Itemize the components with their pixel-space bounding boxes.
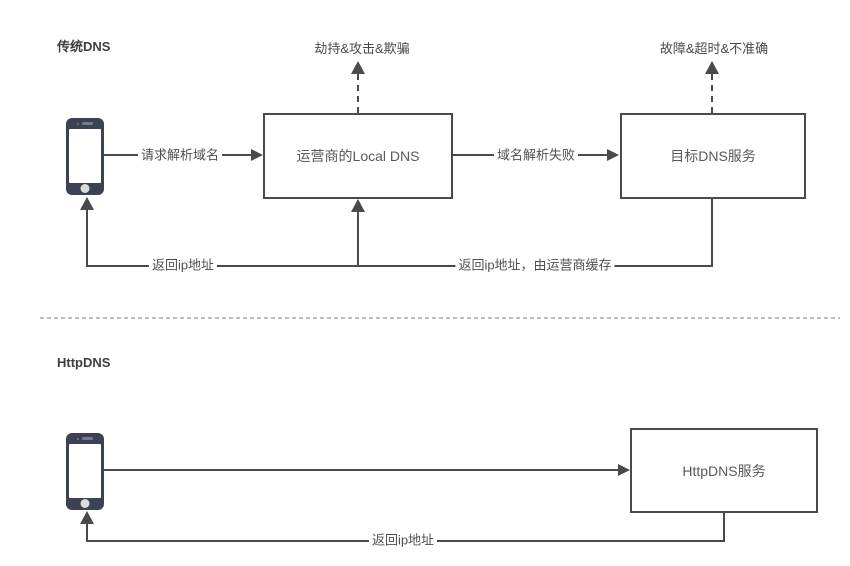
section-title-traditional-dns: 传统DNS [57, 39, 111, 54]
request-arrowhead [251, 149, 263, 161]
httpdns-return-arrowhead-phone [80, 511, 94, 524]
fail-arrowhead [607, 149, 619, 161]
arrowhead-up-hazard-local [351, 61, 365, 74]
phone-speaker-slot [82, 437, 93, 440]
return-line-up-to-phone [86, 210, 88, 266]
phone-screen [69, 444, 101, 498]
phone-camera-dot [77, 438, 79, 440]
hazard-label-target-dns: 故障&超时&不准确 [659, 41, 769, 56]
phone-camera-dot [77, 123, 79, 125]
smartphone-icon [66, 118, 104, 195]
edge-label-httpdns-return-ip: 返回ip地址 [368, 531, 438, 551]
return-arrowhead-local-dns [351, 199, 365, 212]
edge-label-return-ip-cached: 返回ip地址，由运营商缓存 [455, 256, 615, 276]
return-arrowhead-phone [80, 197, 94, 210]
node-local-dns: 运营商的Local DNS [263, 113, 453, 199]
arrowhead-up-hazard-target [705, 61, 719, 74]
phone-home-button [80, 184, 90, 193]
httpdns-request-line [104, 469, 619, 471]
dashed-line-hazard-target [711, 74, 713, 113]
return-line-horizontal [86, 265, 713, 267]
hazard-label-local-dns: 劫持&攻击&欺骗 [314, 41, 410, 56]
node-httpdns-server: HttpDNS服务 [630, 428, 818, 513]
node-target-dns: 目标DNS服务 [620, 113, 806, 199]
return-branch-to-local-dns [357, 211, 359, 266]
phone-speaker-slot [82, 122, 93, 125]
smartphone-icon [66, 433, 104, 510]
httpdns-return-down [723, 513, 725, 542]
section-title-httpdns: HttpDNS [57, 355, 111, 370]
section-divider-dotted [40, 317, 840, 319]
httpdns-request-arrowhead [618, 464, 630, 476]
edge-label-fail: 域名解析失败 [493, 146, 579, 166]
httpdns-return-up-to-phone [86, 524, 88, 540]
phone-screen [69, 129, 101, 183]
edge-label-request: 请求解析域名 [137, 146, 223, 166]
edge-label-return-ip: 返回ip地址 [148, 256, 218, 276]
return-line-down-from-target [711, 199, 713, 267]
phone-home-button [80, 499, 90, 508]
dashed-line-hazard-local [357, 74, 359, 113]
